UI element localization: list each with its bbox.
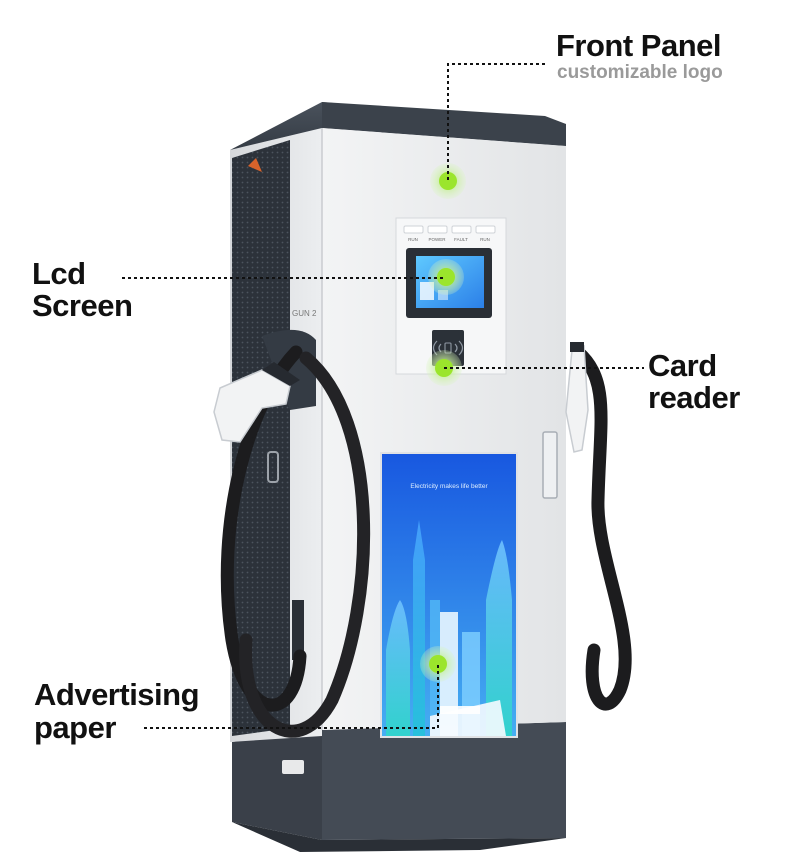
- leader-advertising-paper: [144, 664, 439, 729]
- leader-lines: [122, 63, 644, 729]
- advertising-screen: Electricity makes life better: [380, 452, 518, 738]
- left-cable-loop-2: [239, 351, 371, 738]
- callout-advertising-paper-line1: Advertising: [34, 677, 200, 712]
- callout-advertising-paper: Advertising paper: [34, 677, 200, 745]
- warning-icon: [248, 158, 262, 172]
- hotspot-lcd-screen: [428, 259, 464, 295]
- callout-front-panel-title: Front Panel: [556, 28, 722, 63]
- right-charging-gun: [565, 342, 632, 711]
- side-handle: [267, 451, 279, 483]
- callout-card-reader-line1: Card: [648, 348, 717, 383]
- callout-lcd-screen-line2: Screen: [32, 288, 133, 323]
- indicator-run-2: RUN: [480, 237, 490, 242]
- callout-lcd-screen: Lcd Screen: [32, 256, 133, 323]
- callout-front-panel-subtitle: customizable logo: [557, 62, 723, 83]
- cabinet-side: GUN 2: [230, 128, 322, 742]
- left-gun-handle: [213, 369, 291, 443]
- indicator-fault: FAULT: [454, 237, 468, 242]
- cabinet-base: [232, 722, 566, 852]
- door-handle: [542, 431, 558, 499]
- hotspot-front-panel: [430, 163, 466, 199]
- callout-card-reader: Card reader: [648, 350, 740, 414]
- gun-label: GUN 2: [292, 309, 317, 318]
- right-gun-handle: [565, 344, 589, 453]
- left-charging-gun: [213, 329, 371, 738]
- base-socket-cover: [282, 760, 304, 774]
- cabinet-top: [230, 102, 566, 150]
- indicator-run: RUN: [408, 237, 418, 242]
- leader-front-panel: [447, 63, 548, 180]
- callout-lcd-screen-line1: Lcd: [32, 256, 86, 291]
- hotspot-advertising-paper: [420, 646, 456, 682]
- indicator-power: POWER: [428, 237, 446, 242]
- ad-slogan: Electricity makes life better: [410, 483, 488, 490]
- callout-advertising-paper-line2: paper: [34, 710, 116, 745]
- right-cable: [571, 345, 632, 711]
- side-cable-slot: [292, 600, 304, 660]
- ventilation-grille: [232, 140, 290, 736]
- callout-card-reader-line2: reader: [648, 380, 740, 415]
